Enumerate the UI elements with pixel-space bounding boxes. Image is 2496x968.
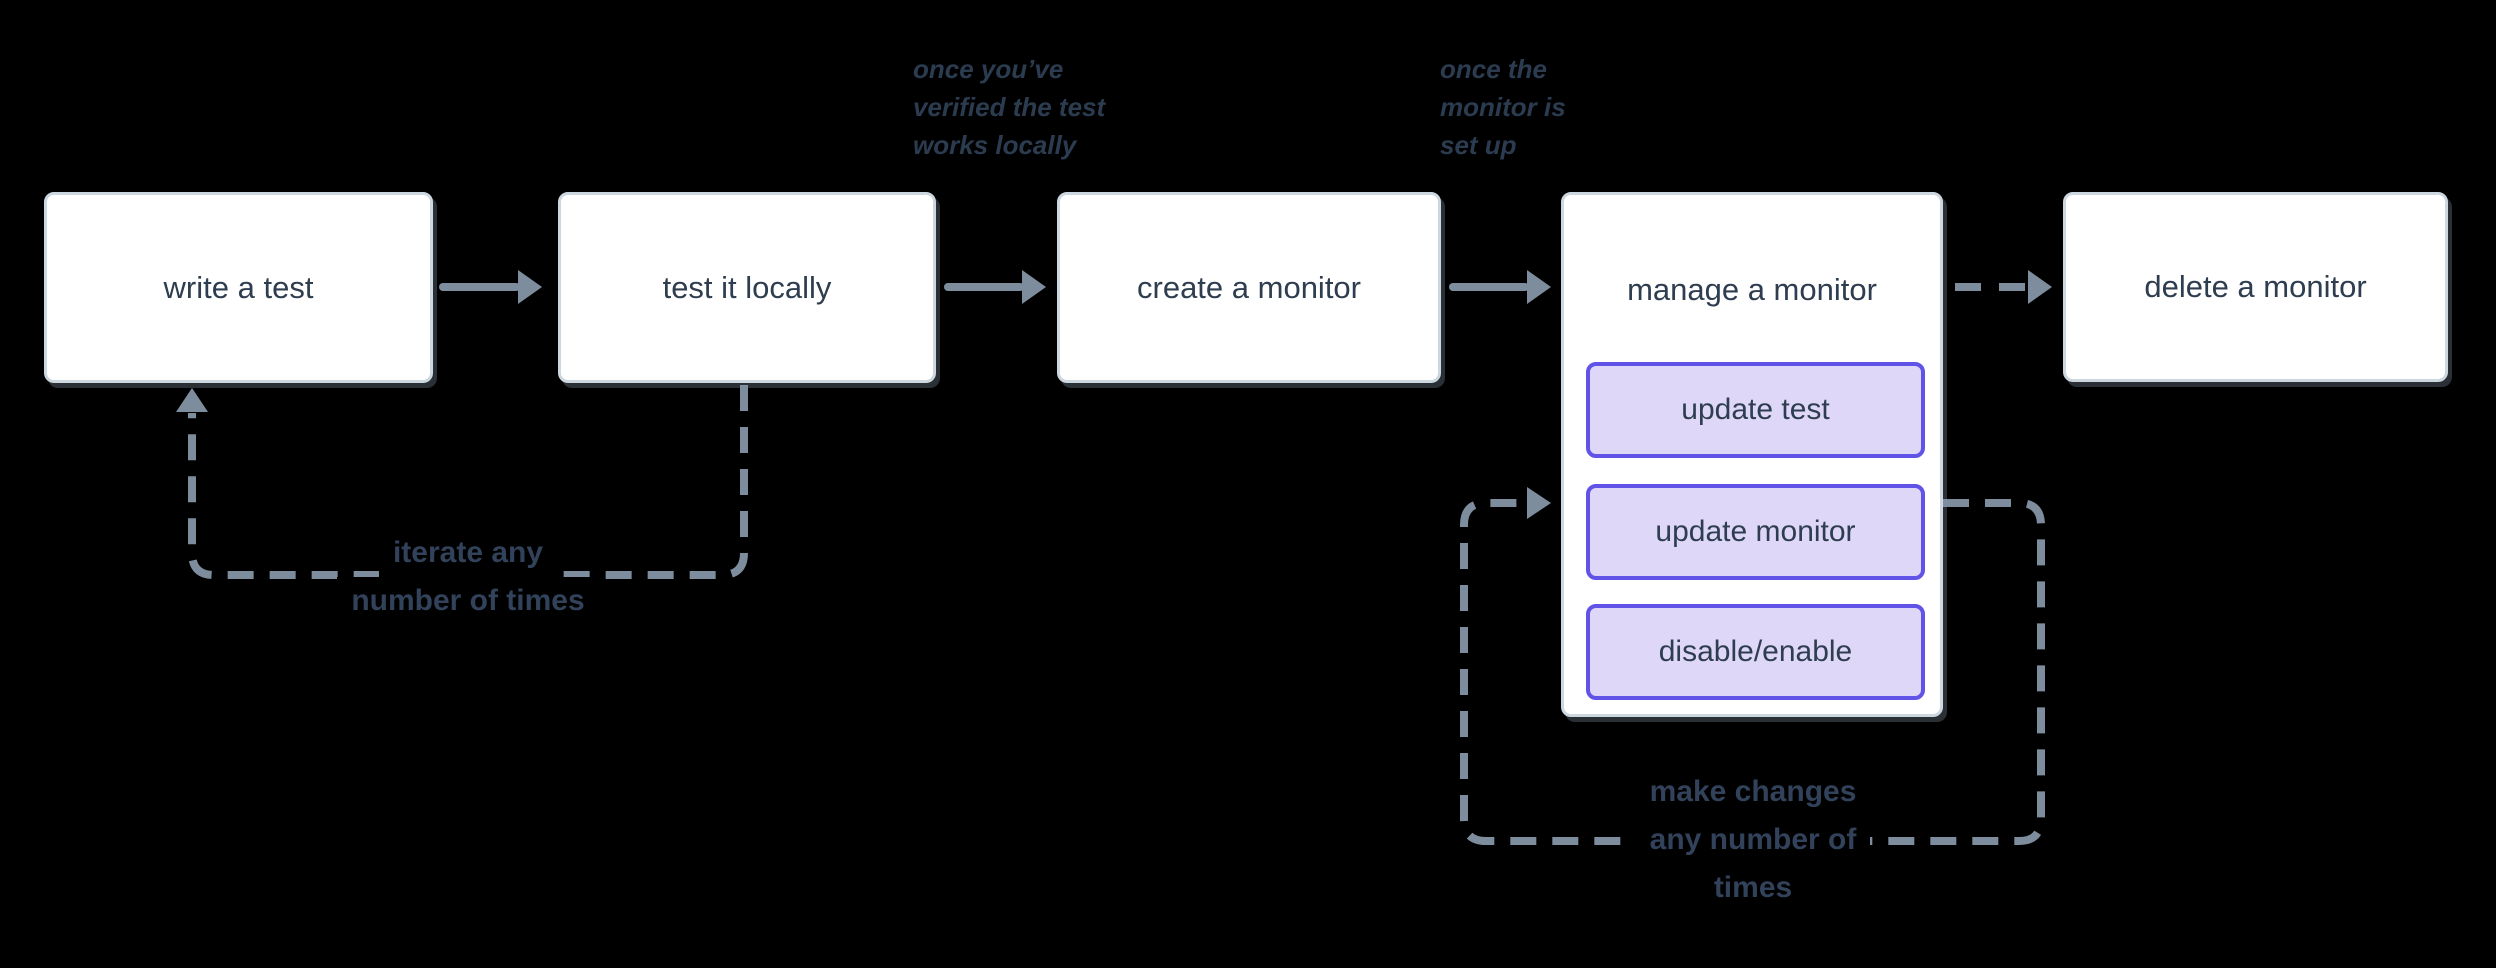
sub-node-label: disable/enable xyxy=(1658,635,1853,668)
node-manage-a-monitor: manage a monitor update test update moni… xyxy=(1561,192,1943,717)
node-delete-a-monitor: delete a monitor xyxy=(2063,192,2448,382)
annotation-line: once the xyxy=(1440,54,1547,84)
annotation-monitor-set-up: once the monitor is set up xyxy=(1440,50,1566,164)
annotation-line: verified the test xyxy=(913,92,1106,122)
make-changes-loop-arrowhead xyxy=(1527,487,1551,519)
loop-label-line: number of times xyxy=(337,577,599,625)
arrowhead-manage-to-delete xyxy=(2028,270,2052,304)
node-label: write a test xyxy=(163,269,314,305)
make-changes-loop-label: make changes any number of times xyxy=(1553,768,1953,912)
node-label: test it locally xyxy=(662,269,832,305)
iterate-loop-label: iterate any number of times xyxy=(268,529,668,625)
annotation-line: set up xyxy=(1440,130,1517,160)
node-label: manage a monitor xyxy=(1627,272,1877,307)
loop-label-line: any number of xyxy=(1635,816,1871,864)
sub-node-label: update test xyxy=(1681,393,1830,426)
annotation-line: monitor is xyxy=(1440,92,1566,122)
annotation-verified-locally: once you’ve verified the test works loca… xyxy=(913,50,1105,164)
sub-node-label: update monitor xyxy=(1655,515,1856,548)
sub-node-disable-enable: disable/enable xyxy=(1586,604,1925,700)
iterate-loop-path xyxy=(188,385,748,579)
loop-label-line: times xyxy=(1699,864,1807,912)
annotation-line: once you’ve xyxy=(913,54,1064,84)
node-test-it-locally: test it locally xyxy=(558,192,936,383)
arrowhead-test-to-create xyxy=(1022,270,1046,304)
sub-node-update-monitor: update monitor xyxy=(1586,484,1925,580)
arrowhead-create-to-manage xyxy=(1527,270,1551,304)
node-label: delete a monitor xyxy=(2144,269,2367,304)
node-label: create a monitor xyxy=(1137,269,1361,305)
annotation-line: works locally xyxy=(913,130,1077,160)
loop-label-line: iterate any xyxy=(378,529,558,577)
arrowhead-write-to-test xyxy=(518,270,542,304)
iterate-loop-arrowhead xyxy=(176,388,208,412)
sub-node-update-test: update test xyxy=(1586,362,1925,458)
node-write-a-test: write a test xyxy=(44,192,433,383)
loop-label-line: make changes xyxy=(1635,768,1871,816)
make-changes-loop-path xyxy=(1460,499,2045,845)
node-create-a-monitor: create a monitor xyxy=(1057,192,1441,383)
